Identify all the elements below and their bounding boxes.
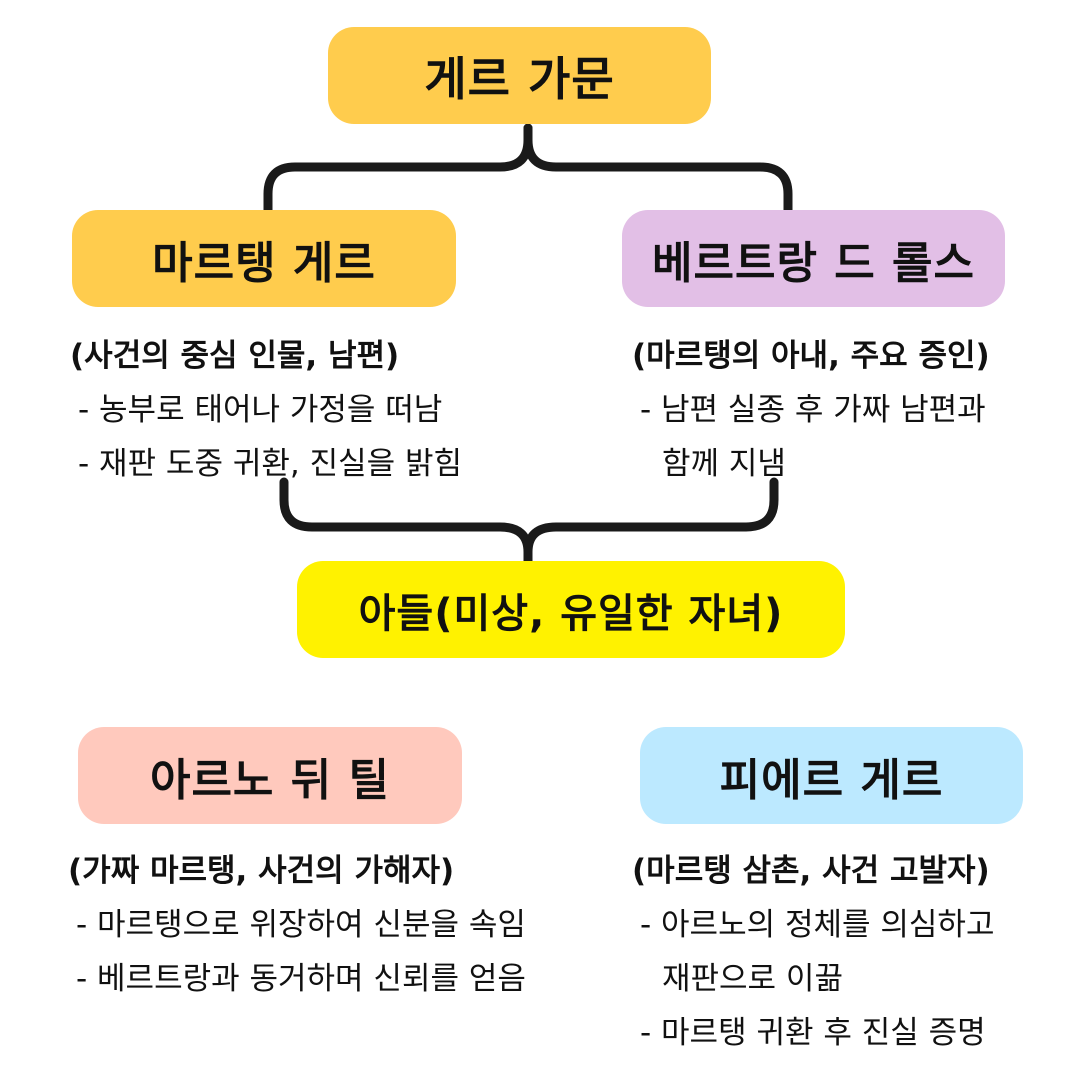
arnaud-name: 아르노 뒤 틸 [149, 754, 391, 806]
bertrande-node: 베르트랑 드 롤스 [622, 210, 1005, 307]
pierre-line-3: - 마르탱 귀환 후 진실 증명 [640, 1015, 986, 1051]
arnaud-node: 아르노 뒤 틸 [78, 727, 462, 824]
martin-line-2: - 재판 도중 귀환, 진실을 밝힘 [78, 446, 463, 482]
arnaud-line-1: - 마르탱으로 위장하여 신분을 속임 [76, 907, 526, 943]
pierre-name: 피에르 게르 [719, 754, 944, 806]
pierre-description: (마르탱 삼촌, 사건 고발자) - 아르노의 정체를 의심하고 재판으로 이끎… [632, 844, 994, 1060]
pierre-line-1: - 아르노의 정체를 의심하고 [640, 907, 995, 943]
family-bracket-right [523, 123, 793, 215]
martin-line-1: - 농부로 태어나 가정을 떠남 [78, 392, 443, 428]
pierre-line-2: 재판으로 이끎 [662, 961, 843, 997]
arnaud-description: (가짜 마르탱, 사건의 가해자) - 마르탱으로 위장하여 신분을 속임 - … [68, 844, 526, 1006]
pierre-subtitle: (마르탱 삼촌, 사건 고발자) [632, 853, 990, 889]
parents-bracket-right [523, 477, 779, 566]
family-title: 게르 가문 [424, 51, 615, 106]
arnaud-subtitle: (가짜 마르탱, 사건의 가해자) [68, 853, 455, 889]
bertrande-line-2: 함께 지냄 [662, 446, 786, 482]
martin-subtitle: (사건의 중심 인물, 남편) [70, 338, 400, 374]
martin-description: (사건의 중심 인물, 남편) - 농부로 태어나 가정을 떠남 - 재판 도중… [70, 329, 462, 491]
son-name: 아들(미상, 유일한 자녀) [358, 590, 784, 637]
family-node: 게르 가문 [328, 27, 711, 124]
martin-node: 마르탱 게르 [72, 210, 456, 307]
family-bracket [263, 123, 533, 215]
son-node: 아들(미상, 유일한 자녀) [297, 561, 845, 658]
martin-name: 마르탱 게르 [152, 237, 376, 289]
bertrande-name: 베르트랑 드 롤스 [652, 237, 975, 289]
parents-bracket [279, 477, 533, 566]
pierre-node: 피에르 게르 [640, 727, 1023, 824]
arnaud-line-2: - 베르트랑과 동거하며 신뢰를 얻음 [76, 961, 526, 997]
bertrande-description: (마르탱의 아내, 주요 증인) - 남편 실종 후 가짜 남편과 함께 지냄 [632, 329, 990, 491]
bertrande-subtitle: (마르탱의 아내, 주요 증인) [632, 338, 990, 374]
bertrande-line-1: - 남편 실종 후 가짜 남편과 [640, 392, 986, 428]
